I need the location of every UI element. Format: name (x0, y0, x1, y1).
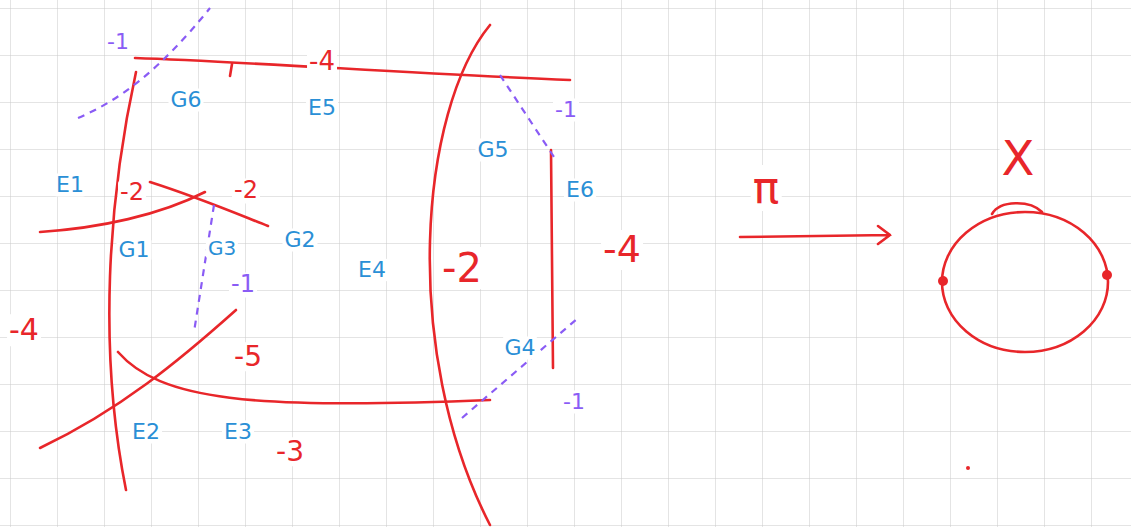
curve-e3 (118, 352, 490, 404)
self-intersection-number: -1 (561, 390, 587, 413)
curve-name: E4 (356, 258, 388, 281)
self-intersection-number: -2 (118, 180, 146, 205)
curve-name: E1 (54, 173, 86, 196)
self-intersection-number: -3 (274, 437, 306, 466)
map-arrow (740, 226, 890, 244)
curve-name: E3 (222, 420, 254, 443)
curve-e4 (430, 25, 490, 525)
base-curve-bump (992, 203, 1042, 214)
self-intersection-number: -4 (7, 314, 41, 346)
curve-name: G4 (502, 336, 537, 359)
points (938, 270, 1112, 470)
red-curves (40, 25, 1108, 525)
curve-name: G5 (475, 138, 510, 161)
curve-name: G6 (168, 88, 203, 111)
base-curve (942, 212, 1108, 352)
self-intersection-number: -4 (307, 48, 337, 75)
curve-name: G3 (206, 238, 238, 259)
dashed-curves (78, 8, 578, 418)
curve-name: E5 (306, 96, 338, 119)
curve-name: G2 (282, 228, 317, 251)
map-label: π (751, 165, 782, 211)
tick (230, 64, 232, 76)
curve-e5 (135, 58, 570, 80)
curve-name: G1 (116, 238, 151, 261)
self-intersection-number: -1 (105, 30, 131, 53)
curve-name: E6 (564, 178, 596, 201)
self-intersection-number: -1 (553, 98, 579, 121)
map-label: X (1000, 133, 1037, 183)
curve-g3 (194, 205, 214, 332)
self-intersection-number: -4 (601, 230, 643, 270)
self-intersection-number: -1 (229, 272, 257, 297)
self-intersection-number: -5 (232, 342, 264, 371)
self-intersection-number: -2 (232, 178, 260, 203)
point (966, 466, 970, 470)
curve-e6 (551, 150, 553, 368)
curve-e2 (40, 310, 236, 448)
point (938, 276, 948, 286)
self-intersection-number: -2 (440, 247, 484, 289)
curve-g6 (78, 8, 210, 118)
curve-name: E2 (130, 420, 162, 443)
point (1102, 270, 1112, 280)
